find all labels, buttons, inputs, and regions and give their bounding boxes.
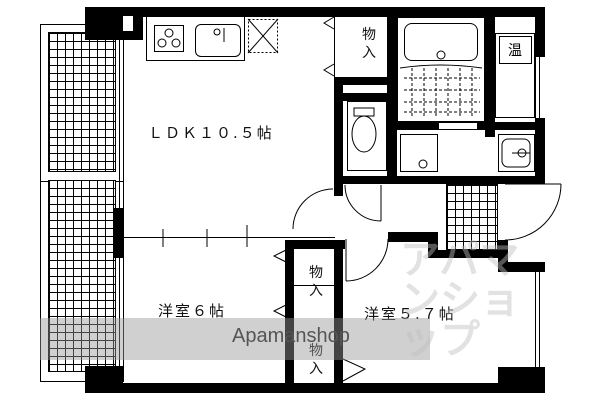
storage-top-label: 物入	[362, 27, 376, 61]
ldk-room-label: ＬＤＫ１０.５帖	[148, 124, 274, 142]
storage-top-wall-bottom	[334, 77, 397, 85]
bathtub	[404, 23, 478, 61]
bath-drain-icon	[436, 50, 446, 60]
water-heater-label: 温	[508, 43, 522, 59]
balcony-lower	[40, 180, 124, 382]
room2-wall-top	[285, 240, 345, 249]
kitchen-sink	[195, 24, 241, 57]
ldk-partition-line	[123, 237, 335, 238]
watermark-text: Apamanshop	[232, 325, 350, 347]
storage-bottom-label: 物入	[309, 343, 323, 377]
closet-wall-right	[334, 242, 343, 326]
closet-door-arrow-icon	[323, 16, 335, 77]
room2-door-swing	[345, 238, 389, 282]
bath-door	[438, 122, 478, 130]
washbasin-bowl-icon	[501, 138, 531, 168]
washer-drain-icon	[418, 159, 428, 169]
pipe-shaft	[123, 16, 133, 31]
wall-bottom	[85, 383, 545, 393]
ldk-door-swing	[292, 188, 334, 230]
wall-top-left-block	[85, 7, 143, 40]
closet-divider	[294, 285, 334, 286]
stove-burners-icon	[157, 28, 181, 48]
room2-wall-step	[428, 232, 438, 257]
window-right-line-2	[539, 57, 540, 118]
window-right-lower-1	[535, 272, 536, 367]
wall-top	[85, 7, 545, 17]
storage-middle-label: 物入	[309, 265, 323, 299]
closet-bottom-wall-right	[334, 326, 343, 386]
water-heater	[499, 36, 532, 64]
washroom-wall-bottom	[334, 176, 545, 184]
closet-bottom-wall-left	[285, 326, 294, 386]
room2-wall-top-right	[388, 232, 430, 242]
hall-wall-left	[334, 184, 343, 196]
toilet-door-swing	[344, 184, 382, 222]
wall-right-top	[535, 7, 545, 57]
toilet-wall-top	[334, 93, 397, 101]
genkan-tiles	[446, 184, 498, 250]
room2-wall-step-bottom	[428, 250, 506, 258]
entrance-lower-wall	[498, 262, 545, 272]
sliding-door-marks	[162, 225, 248, 247]
toilet-icon	[351, 107, 377, 153]
apamanshop-logo-watermark: アパマンショップ	[400, 237, 520, 363]
wall-bottom-right-block	[498, 367, 545, 393]
wall-left-lower	[113, 208, 123, 258]
sink-faucet-icon	[213, 28, 225, 42]
watermark-bar	[40, 318, 430, 360]
window-left-upper	[119, 40, 120, 208]
entrance-door-swing	[504, 183, 562, 241]
balcony-tiles-lower	[48, 180, 116, 372]
closet-door-arrow-icon-3	[342, 358, 367, 382]
window-left-lower	[119, 258, 120, 366]
toilet-wall-left	[334, 85, 343, 185]
window-right-line-1	[535, 57, 536, 118]
western-room-1-label: 洋室６帖	[158, 302, 227, 320]
wall-right-mid	[535, 118, 545, 182]
bath-wall-right	[485, 7, 495, 137]
bath-floor-tiles	[399, 64, 483, 118]
closet-door-arrow-icon-2	[272, 249, 287, 318]
closet-wall-left	[285, 240, 294, 326]
window-right-lower-2	[539, 272, 540, 367]
balcony-tiles	[48, 32, 116, 172]
western-room-2-label: 洋室５.７帖	[364, 305, 456, 323]
ldk-right-wall-line	[334, 17, 335, 77]
refrigerator-space-icon	[247, 18, 279, 54]
